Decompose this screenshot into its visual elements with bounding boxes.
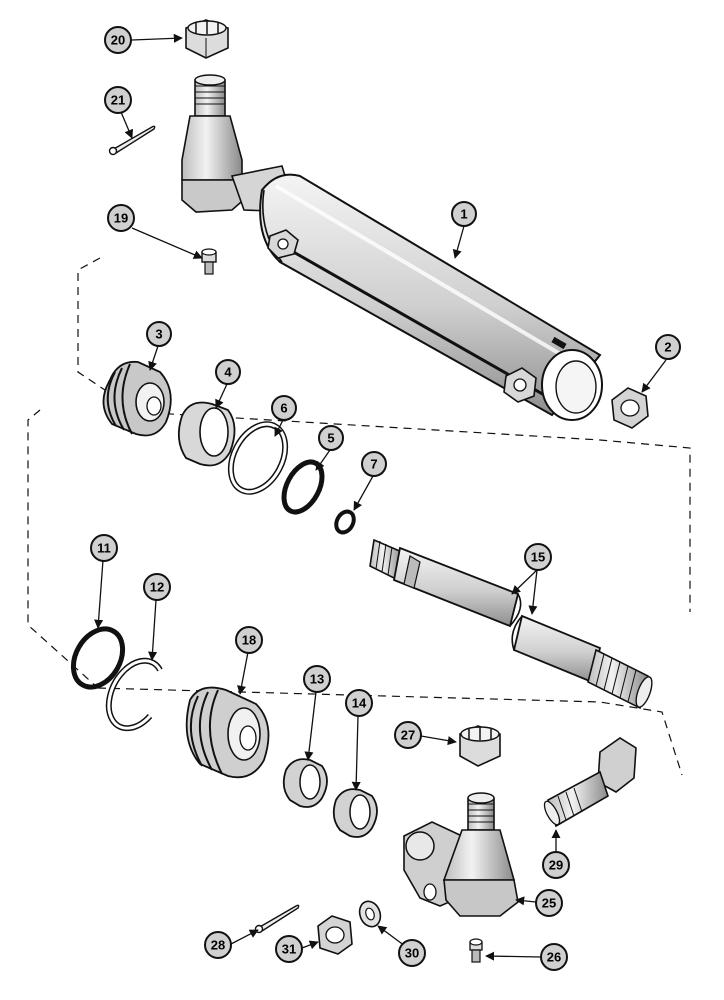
svg-text:31: 31 (282, 942, 296, 957)
svg-text:14: 14 (352, 696, 367, 711)
cotter-pin-21 (108, 125, 156, 156)
svg-text:19: 19 (114, 211, 128, 226)
callout-2: 2 (655, 334, 681, 360)
hex-nut-31 (317, 915, 353, 955)
svg-text:3: 3 (155, 327, 162, 342)
cylinder-assembly (181, 74, 603, 421)
grease-fitting-19 (201, 248, 217, 275)
tie-rod-end-25 (403, 792, 519, 917)
svg-text:27: 27 (401, 728, 415, 743)
leader-lines (94, 33, 667, 961)
callout-6: 6 (271, 395, 297, 421)
callout-14: 14 (345, 689, 373, 717)
svg-text:28: 28 (211, 938, 225, 953)
svg-text:30: 30 (405, 946, 419, 961)
svg-text:7: 7 (370, 457, 377, 472)
callout-25: 25 (535, 889, 563, 917)
svg-text:11: 11 (97, 541, 111, 556)
callout-12: 12 (143, 573, 171, 601)
svg-text:13: 13 (310, 672, 324, 687)
gland-18 (185, 686, 270, 779)
lock-washer-30 (358, 900, 382, 928)
castle-nut-27 (459, 725, 501, 767)
callout-4: 4 (215, 359, 241, 385)
grease-fitting-26 (469, 938, 483, 963)
seal-13 (282, 758, 328, 808)
o-ring-11 (70, 626, 126, 690)
svg-text:18: 18 (242, 633, 256, 648)
wiper-14 (332, 788, 378, 838)
svg-text:21: 21 (111, 93, 125, 108)
callout-7: 7 (361, 451, 387, 477)
backup-ring-6 (227, 421, 289, 495)
svg-text:1: 1 (460, 207, 467, 222)
svg-text:12: 12 (150, 580, 164, 595)
callout-26: 26 (540, 943, 568, 971)
group-outline-lower (27, 409, 683, 776)
callout-28: 28 (204, 931, 232, 959)
callout-3: 3 (146, 321, 172, 347)
callout-5: 5 (318, 425, 344, 451)
castle-nut-20 (185, 19, 229, 59)
callout-1: 1 (451, 201, 477, 227)
callout-13: 13 (303, 665, 331, 693)
piston-3 (102, 360, 172, 437)
wear-ring-4 (177, 401, 236, 467)
o-ring-7 (334, 509, 356, 535)
bolt-29 (543, 737, 637, 828)
callout-15: 15 (524, 543, 552, 571)
svg-text:4: 4 (224, 365, 232, 380)
callout-20: 20 (104, 26, 132, 54)
svg-text:6: 6 (280, 401, 287, 416)
hex-nut-2 (611, 387, 649, 429)
svg-text:15: 15 (531, 550, 545, 565)
svg-text:26: 26 (547, 950, 561, 965)
callout-21: 21 (104, 86, 132, 114)
callout-18: 18 (235, 626, 263, 654)
svg-text:2: 2 (664, 340, 671, 355)
cotter-pin-28 (254, 904, 300, 934)
callout-27: 27 (394, 721, 422, 749)
piston-rod-15 (369, 538, 653, 710)
callout-19: 19 (107, 204, 135, 232)
svg-text:25: 25 (542, 896, 556, 911)
svg-text:29: 29 (549, 858, 563, 873)
callout-31: 31 (275, 935, 303, 963)
svg-text:20: 20 (111, 33, 125, 48)
snap-ring-12 (105, 657, 163, 732)
callout-30: 30 (398, 939, 426, 967)
group-outline-upper (77, 257, 691, 612)
svg-text:5: 5 (327, 431, 334, 446)
callout-29: 29 (542, 851, 570, 879)
callout-11: 11 (90, 534, 118, 562)
